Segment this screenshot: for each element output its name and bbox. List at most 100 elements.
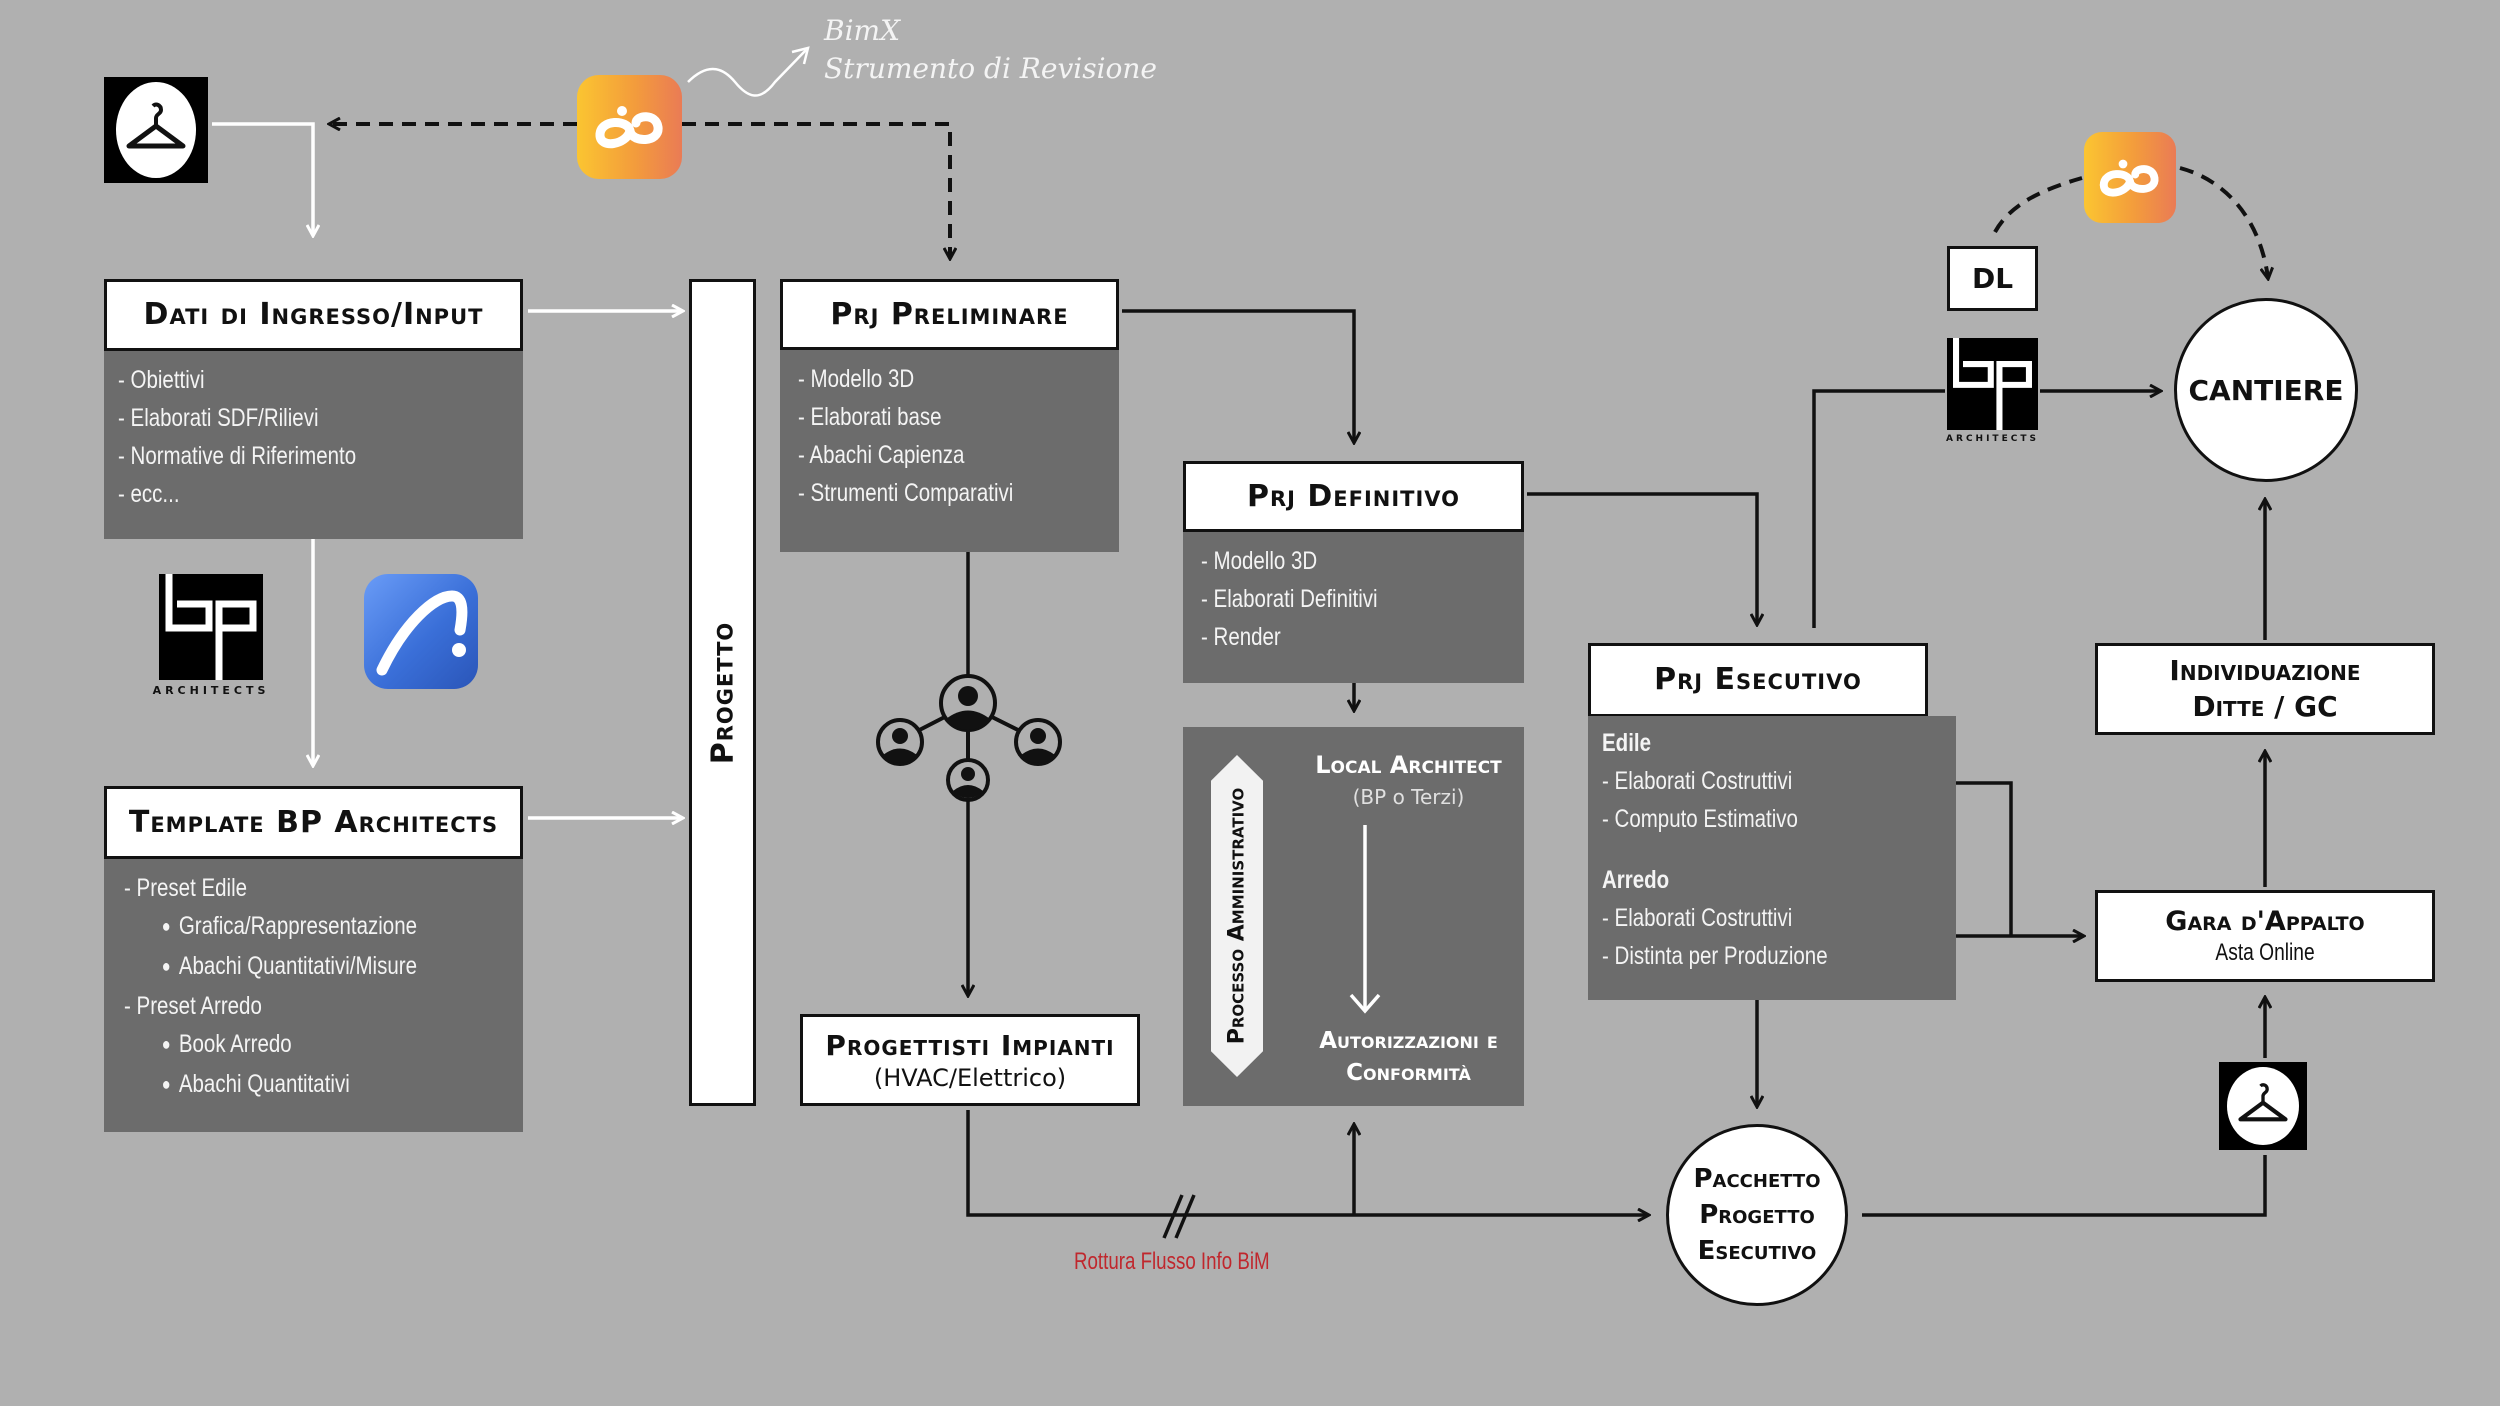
gara-title: Gara d'Appalto: [2165, 905, 2365, 937]
impianti-subtitle: (HVAC/Elettrico): [873, 1063, 1067, 1092]
list-item: - Elaborati Costruttivi: [1602, 767, 1793, 795]
break-mark-2: [1174, 1194, 1196, 1239]
line-esecutivo-to-bp: [1812, 389, 1945, 628]
pacchetto-progetto-esecutivo: Pacchetto Progetto Esecutivo: [1666, 1124, 1848, 1306]
local-architect-title: Local Architect: [1315, 751, 1502, 779]
individuazione-line2: Ditte / GC: [2192, 690, 2338, 723]
list-item: - Elaborati SDF/Rilievi: [118, 404, 319, 432]
local-architect-subtitle: (BP o Terzi): [1352, 785, 1465, 809]
hanger-logo-icon: [104, 77, 208, 183]
arrow-impianti-to-pacchetto: [966, 1110, 1648, 1215]
hanger-logo-icon-right: [2219, 1062, 2307, 1150]
dl-label: DL: [1971, 262, 2014, 295]
list-item: - Preset Arredo: [124, 992, 262, 1020]
dati-ingresso-box: Dati di Ingresso/Input - Obiettivi - Ela…: [104, 279, 523, 539]
esecutivo-edile-group: Edile - Elaborati Costruttivi - Computo …: [1588, 716, 1956, 863]
arrow-preliminare-to-definitivo: [1122, 309, 1354, 442]
bp-logo-caption: ARCHITECTS: [152, 684, 270, 697]
list-item: - Distinta per Produzione: [1602, 942, 1828, 970]
bp-logo-caption: ARCHITECTS: [1946, 434, 2039, 444]
list-item: Grafica/Rappresentazione: [124, 907, 440, 947]
progetto-bar: Progetto: [689, 279, 756, 1106]
hanger-icon: [2238, 1083, 2288, 1122]
arrow-local-to-autorizzazioni: [1349, 825, 1381, 1014]
list-item: - Normative di Riferimento: [118, 442, 357, 470]
template-box: Template BP Architects - Preset Edile Gr…: [104, 786, 523, 1132]
template-list: - Preset Edile Grafica/Rappresentazione …: [104, 859, 523, 1132]
bimx-annotation: BimX Strumento di Revisione: [824, 12, 1157, 88]
person-icon-right: [1014, 718, 1062, 766]
bimx-annotation-caption: Strumento di Revisione: [824, 52, 1158, 85]
list-item: - Modello 3D: [798, 365, 915, 393]
person-icon-bottom: [946, 758, 990, 802]
dashed-dl-to-bimx: [1993, 176, 2083, 233]
list-item: Abachi Quantitativi: [124, 1065, 440, 1105]
esecutivo-arredo-group: Arredo - Elaborati Costruttivi - Distint…: [1588, 853, 1956, 1000]
bimx-annotation-name: BimX: [824, 14, 901, 47]
bimx-infinity-icon: [2099, 159, 2159, 196]
break-mark-1: [1162, 1194, 1184, 1239]
pacchetto-line1: Pacchetto: [1693, 1164, 1821, 1194]
person-icon-main: [939, 674, 997, 732]
bp-architects-logo: ARCHITECTS: [153, 574, 265, 697]
bp-architects-logo-right: ARCHITECTS: [1946, 338, 2039, 444]
person-icon-left: [876, 718, 924, 766]
arrow-hanger-to-dati: [212, 122, 313, 235]
cantiere-circle: CANTIERE: [2174, 298, 2358, 482]
processo-amministrativo-box: Processo Amministrativo Local Architect …: [1183, 727, 1524, 1106]
prj-esecutivo-box: Prj Esecutivo Edile - Elaborati Costrutt…: [1588, 643, 1956, 1000]
dl-box: DL: [1947, 246, 2038, 311]
people-network: [870, 672, 1066, 802]
list-item: - Obiettivi: [118, 366, 205, 394]
list-item: - Elaborati Definitivi: [1201, 585, 1378, 613]
bimx-infinity-icon: [595, 106, 662, 149]
progetto-label: Progetto: [705, 621, 740, 764]
bimx-icon: [577, 75, 682, 179]
hanger-icon: [126, 102, 186, 149]
autorizzazioni-line1: Autorizzazioni e: [1319, 1028, 1498, 1054]
list-item: - Modello 3D: [1201, 547, 1318, 575]
individuazione-line1: Individuazione: [2169, 654, 2361, 687]
list-item: - Abachi Capienza: [798, 441, 965, 469]
list-item: Abachi Quantitativi/Misure: [124, 947, 440, 987]
arrow-definitivo-to-esecutivo: [1527, 492, 1757, 624]
prj-definitivo-list: - Modello 3D - Elaborati Definitivi - Re…: [1183, 532, 1524, 683]
group-title: Edile: [1602, 729, 1651, 757]
autorizzazioni-line2: Conformità: [1346, 1060, 1471, 1086]
prj-esecutivo-title: Prj Esecutivo: [1588, 643, 1928, 717]
bp-logo-icon: [1953, 338, 2032, 430]
dashed-bimx-to-cantiere: [2179, 166, 2268, 278]
dati-ingresso-title: Dati di Ingresso/Input: [104, 279, 523, 351]
list-item: - ecc...: [118, 480, 180, 508]
processo-amministrativo-tag: Processo Amministrativo: [1211, 755, 1263, 1077]
individuazione-ditte-box: Individuazione Ditte / GC: [2095, 643, 2435, 735]
template-title: Template BP Architects: [104, 786, 523, 859]
prj-preliminare-box: Prj Preliminare - Modello 3D - Elaborati…: [780, 279, 1119, 552]
bp-logo-icon: [165, 574, 257, 680]
list-item: Book Arredo: [124, 1025, 440, 1065]
progettisti-impianti-box: Progettisti Impianti (HVAC/Elettrico): [800, 1014, 1140, 1106]
gara-appalto-box: Gara d'Appalto Asta Online: [2095, 890, 2435, 982]
list-item: - Computo Estimativo: [1602, 805, 1798, 833]
prj-definitivo-box: Prj Definitivo - Modello 3D - Elaborati …: [1183, 461, 1524, 683]
dashed-bimx-to-preliminare: [682, 122, 950, 258]
rottura-flusso-label: Rottura Flusso Info BiM: [1074, 1248, 1270, 1275]
prj-preliminare-title: Prj Preliminare: [780, 279, 1119, 350]
prj-preliminare-list: - Modello 3D - Elaborati base - Abachi C…: [780, 350, 1119, 552]
list-item: - Strumenti Comparativi: [798, 479, 1014, 507]
list-item: - Elaborati Costruttivi: [1602, 904, 1793, 932]
pacchetto-line3: Esecutivo: [1697, 1236, 1817, 1266]
bimx-icon-right: [2084, 132, 2176, 223]
list-item: - Render: [1201, 623, 1281, 651]
gara-subtitle: Asta Online: [2215, 938, 2315, 966]
squiggle-annotation: [687, 49, 807, 97]
group-title: Arredo: [1602, 866, 1670, 894]
pacchetto-line2: Progetto: [1699, 1200, 1815, 1230]
prj-definitivo-title: Prj Definitivo: [1183, 461, 1524, 532]
autorizzazioni-title: Autorizzazioni e Conformità: [1293, 1025, 1524, 1089]
impianti-title: Progettisti Impianti: [825, 1028, 1115, 1062]
cantiere-label: CANTIERE: [2188, 373, 2344, 407]
archicad-icon: [364, 574, 478, 689]
list-item: - Elaborati base: [798, 403, 942, 431]
list-item: - Preset Edile: [124, 874, 248, 902]
